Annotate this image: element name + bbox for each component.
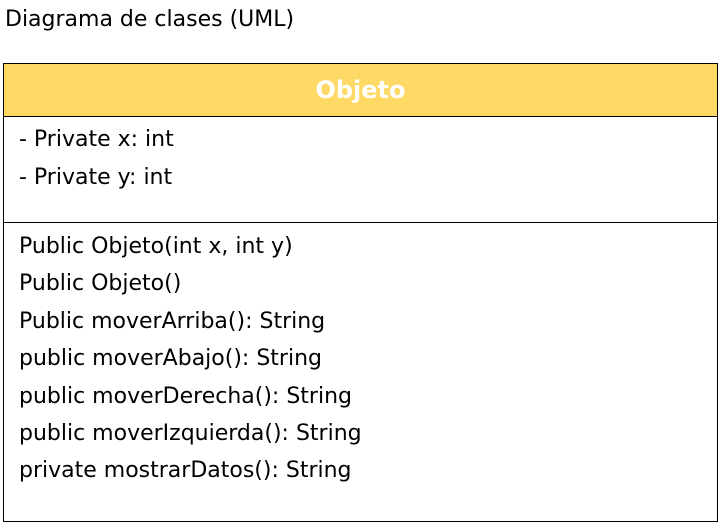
method-mover-abajo: public moverAbajo(): String [19, 346, 322, 372]
attribute-x: - Private x: int [19, 127, 174, 152]
method-mover-arriba: Public moverArriba(): String [19, 308, 326, 334]
class-name: Objeto [315, 76, 406, 104]
method-constructor-params: Public Objeto(int x, int y) [19, 234, 293, 259]
attribute-y: - Private y: int [19, 165, 173, 190]
method-constructor-default: Public Objeto() [19, 271, 182, 297]
method-mover-derecha: public moverDerecha(): String [19, 383, 352, 409]
method-mostrar-datos: private mostrarDatos(): String [19, 458, 352, 484]
attributes-section: - Private x: int - Private y: int [4, 117, 717, 223]
uml-class-box: Objeto - Private x: int - Private y: int… [3, 63, 718, 522]
page-title: Diagrama de clases (UML) [5, 7, 295, 32]
method-mover-izquierda: public moverIzquierda(): String [19, 421, 362, 447]
methods-section: Public Objeto(int x, int y) Public Objet… [4, 223, 717, 521]
class-name-header: Objeto [4, 64, 717, 117]
